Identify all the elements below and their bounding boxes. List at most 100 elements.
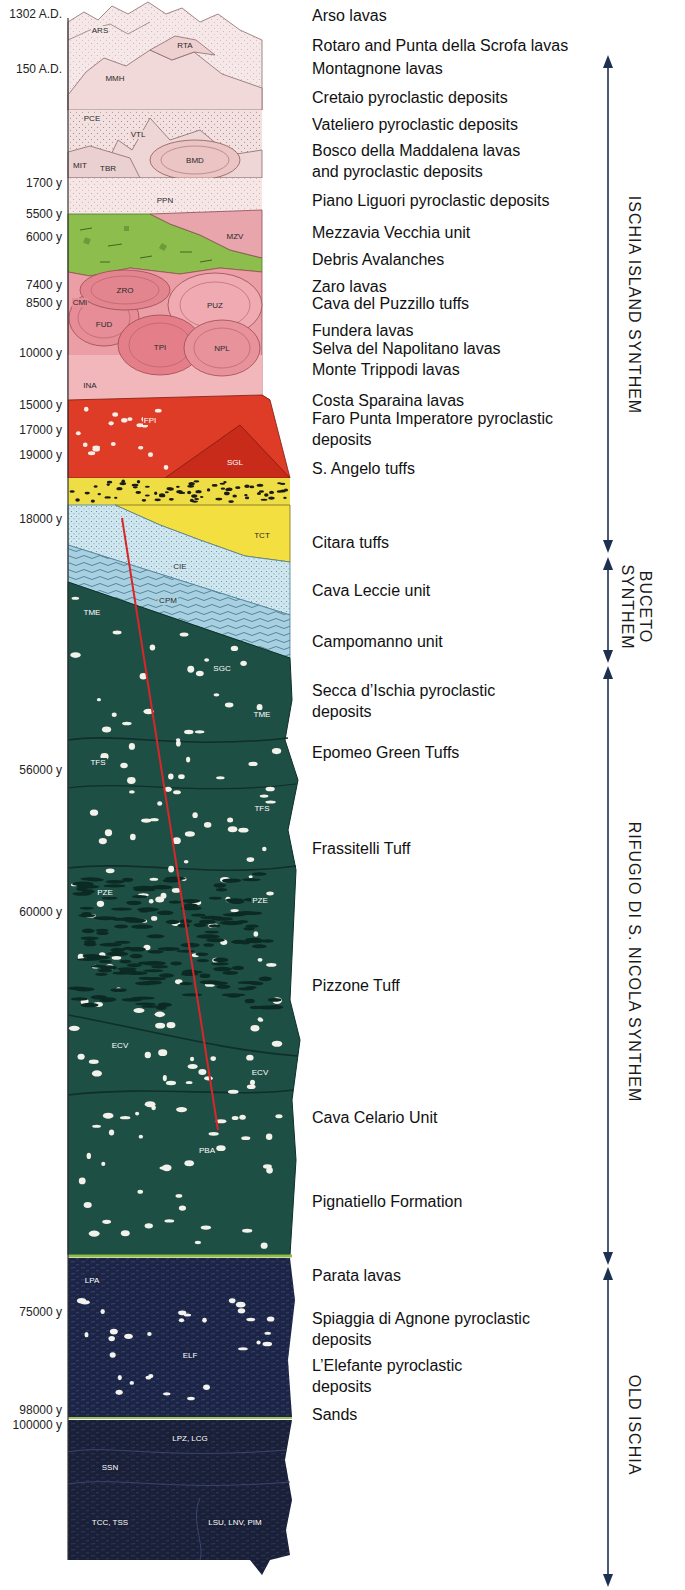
unit-code: LSU, LNV, PIM xyxy=(207,1518,263,1527)
column-shape xyxy=(137,480,140,483)
column-shape xyxy=(90,810,98,816)
column-shape xyxy=(92,1125,101,1128)
column-shape xyxy=(89,1231,100,1237)
column-shape xyxy=(102,1220,111,1224)
column-shape xyxy=(247,1085,256,1090)
column-shape xyxy=(112,956,122,960)
unit-code: TBR xyxy=(99,164,117,173)
column-shape xyxy=(157,947,180,951)
column-shape xyxy=(268,998,282,1002)
column-shape xyxy=(258,958,263,962)
column-shape xyxy=(184,1160,194,1166)
column-shape xyxy=(187,666,194,673)
column-shape xyxy=(232,966,244,970)
column-shape xyxy=(145,1223,153,1228)
unit-name: Cava Leccie unit xyxy=(312,582,602,599)
column-shape xyxy=(168,866,174,873)
column-shape xyxy=(155,1012,165,1018)
column-shape xyxy=(141,819,151,823)
unit-code: ARS xyxy=(91,26,109,35)
column-shape xyxy=(190,499,194,502)
column-shape xyxy=(259,977,272,982)
column-shape xyxy=(68,478,290,505)
column-shape xyxy=(211,981,228,984)
column-shape xyxy=(157,911,174,916)
column-shape xyxy=(130,954,143,959)
column-shape xyxy=(256,1341,260,1345)
unit-code: CPM xyxy=(158,596,178,605)
unit-code: MIT xyxy=(72,161,88,170)
column-shape xyxy=(284,489,288,492)
column-shape xyxy=(68,866,296,870)
column-shape xyxy=(74,987,95,991)
column-shape xyxy=(133,1008,144,1013)
column-shape xyxy=(203,1385,210,1390)
unit-name: Arso lavas xyxy=(312,7,602,24)
column-shape xyxy=(112,713,117,718)
unit-code: TFS xyxy=(253,804,270,813)
column-shape xyxy=(127,777,136,784)
column-shape xyxy=(135,1112,139,1116)
column-shape xyxy=(176,950,195,953)
column-shape xyxy=(252,944,267,948)
column-shape xyxy=(97,698,101,701)
column-shape xyxy=(275,1114,282,1118)
column-shape xyxy=(194,480,200,482)
column-shape xyxy=(151,965,168,968)
column-shape xyxy=(68,1420,292,1575)
unit-name: Epomeo Green Tuffs xyxy=(312,744,602,761)
column-shape xyxy=(128,947,146,952)
column-shape xyxy=(163,1075,167,1081)
column-shape xyxy=(261,499,268,501)
unit-code: ELF xyxy=(182,1351,199,1360)
column-shape xyxy=(68,22,150,40)
column-shape xyxy=(68,1450,290,1486)
column-shape xyxy=(252,872,266,876)
column-shape xyxy=(108,1336,115,1341)
column-shape xyxy=(164,1219,174,1222)
column-shape xyxy=(145,494,150,496)
column-shape xyxy=(147,934,165,938)
column-shape xyxy=(100,965,117,970)
column-shape xyxy=(119,482,126,485)
synthem-name: BUCETO SYNTHEM xyxy=(618,557,654,657)
column-shape xyxy=(71,997,88,1000)
column-shape xyxy=(77,958,101,961)
column-shape xyxy=(147,1332,152,1336)
column-shape xyxy=(102,897,118,900)
column-shape xyxy=(68,395,290,478)
column-shape xyxy=(200,916,223,920)
unit-name: Faro Punta Imperatore pyroclastic deposi… xyxy=(312,408,582,450)
column-shape xyxy=(113,631,122,635)
column-shape xyxy=(76,431,81,435)
column-shape xyxy=(91,276,159,304)
column-shape xyxy=(129,790,135,793)
unit-code: LPA xyxy=(84,1276,101,1285)
column-shape xyxy=(106,880,125,883)
column-shape xyxy=(262,847,266,851)
column-shape xyxy=(133,486,138,488)
column-shape xyxy=(155,409,162,413)
column-shape xyxy=(250,1006,262,1009)
column-shape xyxy=(138,446,143,449)
column-shape xyxy=(155,1023,165,1029)
unit-code: RTA xyxy=(176,41,193,50)
column-shape xyxy=(222,971,238,975)
unit-name: Parata lavas xyxy=(312,1267,602,1284)
column-shape xyxy=(607,676,609,1256)
column-shape xyxy=(69,1026,80,1031)
unit-name: Piano Liguori pyroclastic deposits xyxy=(312,192,602,209)
unit-code: BMD xyxy=(185,156,205,165)
synthem-name: RIFUGIO DI S. NICOLA SYNTHEM xyxy=(625,822,643,1102)
column-shape xyxy=(78,914,95,918)
column-shape xyxy=(117,967,137,970)
column-shape xyxy=(196,671,204,676)
column-shape xyxy=(197,959,209,962)
column-shape xyxy=(143,969,164,972)
column-shape xyxy=(178,774,185,779)
column-shape xyxy=(188,1064,198,1069)
column-shape xyxy=(146,1376,152,1380)
column-shape xyxy=(257,484,264,487)
column-shape xyxy=(79,1178,86,1185)
column-shape xyxy=(190,1057,194,1062)
